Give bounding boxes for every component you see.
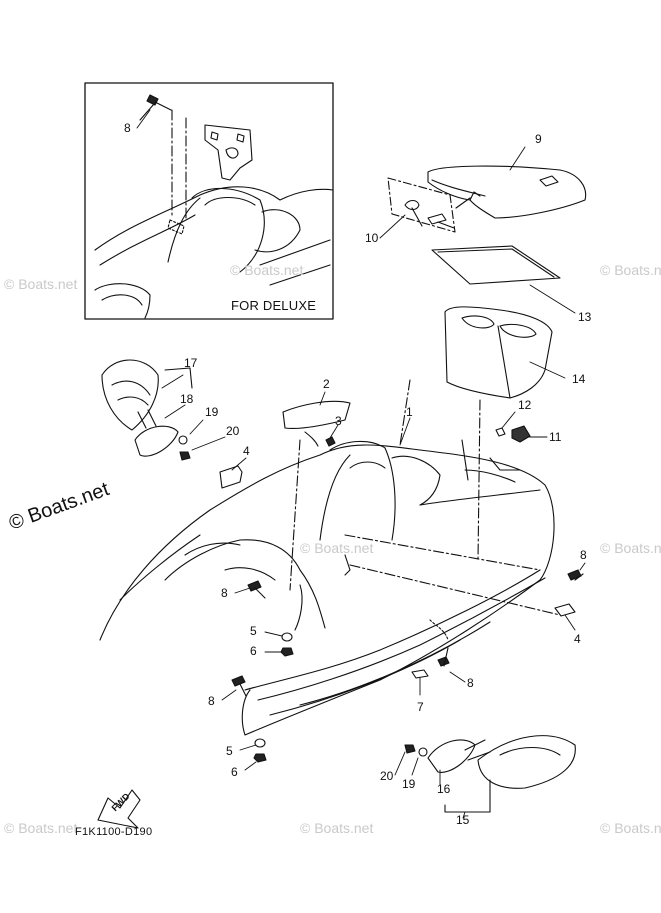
watermark-faint: © Boats.net [600,820,661,836]
clip-part [219,465,243,489]
callout-19: 19 [205,405,219,419]
storage-bin-part [444,306,553,399]
callout-6: 6 [231,765,238,779]
watermark-faint: © Boats.net [300,540,374,556]
callout-8: 8 [467,676,474,690]
mat-part [431,245,561,285]
grommet-part [495,427,506,437]
callout-8: 8 [221,586,228,600]
fwd-arrow-icon [97,789,141,829]
mirror-right-part [404,735,576,813]
callout-8: 8 [124,121,131,135]
callout-5: 5 [226,744,233,758]
watermark-faint: © Boats.net [4,276,78,292]
callout-4: 4 [243,444,250,458]
callout-4: 4 [574,632,581,646]
callout-14: 14 [572,372,586,386]
clip-part [554,603,576,617]
seat-part [427,165,587,219]
mirror-left-part [101,359,193,461]
callout-13: 13 [578,310,592,324]
callout-20: 20 [380,769,394,783]
callout-20: 20 [226,424,240,438]
callout-9: 9 [535,132,542,146]
lock-assembly-part [387,177,471,233]
diagram-code: F1K1100-D190 [75,826,153,838]
callout-11: 11 [549,430,562,444]
callout-17: 17 [184,356,198,370]
callout-18: 18 [180,392,194,406]
washer-nut-parts [253,632,294,763]
watermark-faint: © Boats.net [230,262,304,278]
callout-15: 15 [456,813,470,827]
cover-part [282,400,351,429]
bracket-part [411,669,429,679]
callout-leaders [136,109,586,819]
callout-12: 12 [518,398,532,412]
callout-16: 16 [437,782,451,796]
callout-8: 8 [580,548,587,562]
bolt-parts [231,436,584,697]
inset-caption: FOR DELUXE [231,298,317,313]
callout-1: 1 [406,405,413,419]
watermark-faint: © Boats.net [600,262,661,278]
callout-10: 10 [365,231,379,245]
callout-19: 19 [402,777,416,791]
watermark-faint: © Boats.net [300,820,374,836]
inset-deluxe-detail [94,94,334,319]
callout-6: 6 [250,644,257,658]
callout-8: 8 [208,694,215,708]
watermark-faint: © Boats.net [4,820,78,836]
latch-part [511,425,531,443]
hull-body-part [99,379,561,736]
callout-2: 2 [323,377,330,391]
watermark-faint: © Boats.net [600,540,661,556]
callout-3: 3 [335,414,342,428]
callout-7: 7 [417,700,424,714]
callout-5: 5 [250,624,257,638]
inset-frame [84,82,334,320]
